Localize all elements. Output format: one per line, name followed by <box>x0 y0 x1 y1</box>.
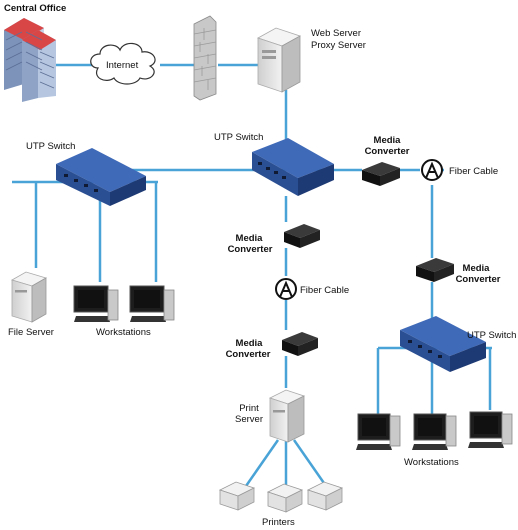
media-converter-center-lower-label-2: Converter <box>225 349 271 360</box>
central-office-label: Central Office <box>4 3 67 14</box>
media-converter-center-lower-label-1: Media <box>235 338 263 349</box>
printers-label: Printers <box>262 517 295 528</box>
media-converter-right-icon <box>416 258 454 282</box>
workstation-left-2-icon <box>129 285 175 322</box>
cable-print-printer1 <box>244 439 280 487</box>
workstations-left-label: Workstations <box>96 327 151 338</box>
workstation-right-3-icon <box>468 411 513 448</box>
utp-switch-left-icon <box>56 148 146 206</box>
fiber-cable-right-icon <box>421 159 443 181</box>
utp-switch-right-icon <box>400 316 486 372</box>
workstations-right-label: Workstations <box>404 457 459 468</box>
internet-cloud-icon <box>90 42 156 85</box>
print-server-label-1: Print <box>239 403 259 414</box>
media-converter-top-label-2: Converter <box>364 146 410 157</box>
fiber-cable-center-icon <box>275 278 297 300</box>
utp-switch-left-label: UTP Switch <box>26 141 76 152</box>
media-converter-right-label-1: Media <box>462 263 490 274</box>
internet-label: Internet <box>106 60 139 71</box>
print-server-icon <box>268 389 306 443</box>
file-server-icon <box>10 271 48 323</box>
workstation-right-1-icon <box>356 413 401 450</box>
printer-1-icon <box>218 481 256 511</box>
media-converter-top-label-1: Media <box>373 135 401 146</box>
workstation-right-2-icon <box>412 413 457 450</box>
web-server-label: Web Server <box>311 28 361 39</box>
fiber-cable-center-label: Fiber Cable <box>300 285 350 296</box>
file-server-label: File Server <box>8 327 54 338</box>
central-office-building-icon <box>4 18 56 102</box>
proxy-server-label: Proxy Server <box>311 40 366 51</box>
utp-switch-main-label: UTP Switch <box>214 132 264 143</box>
firewall-icon <box>193 15 217 101</box>
utp-switch-right-label: UTP Switch <box>467 330 517 341</box>
fiber-cable-right-label: Fiber Cable <box>449 166 499 177</box>
printer-2-icon <box>266 483 304 513</box>
media-converter-center-upper-label-1: Media <box>235 233 263 244</box>
media-converter-center-lower-icon <box>282 332 318 356</box>
media-converter-center-upper-icon <box>284 224 320 248</box>
utp-switch-main-icon <box>252 138 334 196</box>
media-converter-right-label-2: Converter <box>455 274 501 285</box>
media-converter-center-upper-label-2: Converter <box>227 244 273 255</box>
printer-3-icon <box>306 481 344 511</box>
web-server-icon <box>257 27 301 93</box>
workstation-left-1-icon <box>73 285 119 322</box>
cable-print-printer3 <box>292 439 328 487</box>
media-converter-top-icon <box>362 162 400 186</box>
print-server-label-2: Server <box>235 414 263 425</box>
